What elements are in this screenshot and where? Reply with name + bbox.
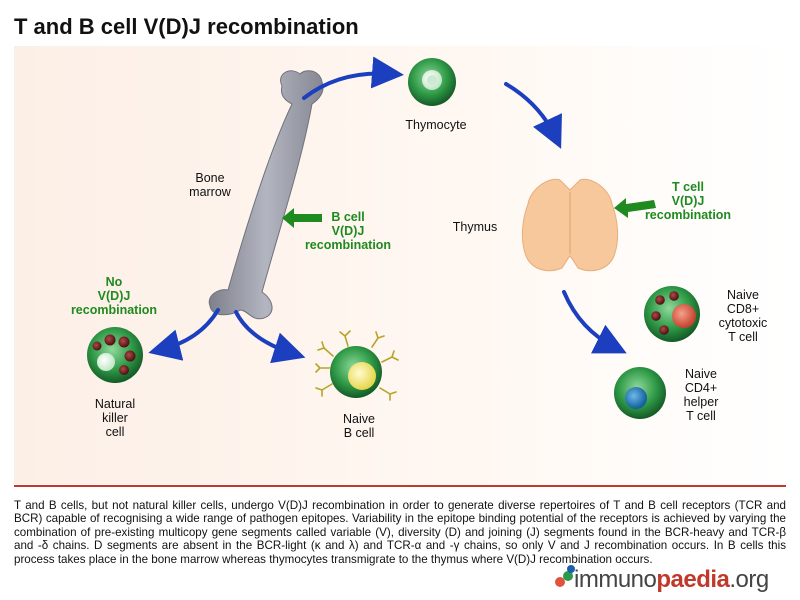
- logo-text: immunopaedia.org: [574, 566, 769, 593]
- arrow-bone-to-b-cell: [234, 310, 306, 364]
- green-arrow-t-cell: [614, 198, 656, 218]
- natural-killer-cell: [87, 327, 143, 383]
- caption-divider: [14, 485, 786, 487]
- label-t-cell-recombination: T cell V(D)J recombination: [644, 180, 732, 222]
- arrow-thymocyte-to-thymus: [504, 82, 562, 149]
- green-arrow-b-cell: [282, 208, 322, 228]
- label-b-cell-recombination: B cell V(D)J recombination: [304, 210, 392, 252]
- arrow-bone-to-thymocyte: [302, 56, 404, 100]
- immunopaedia-logo: immunopaedia.org: [555, 565, 788, 596]
- naive-b-cell: [315, 330, 399, 401]
- thymus-illustration: [521, 178, 619, 272]
- page-title: T and B cell V(D)J recombination: [14, 14, 359, 39]
- cd8-cytotoxic-t-cell: [644, 286, 700, 342]
- label-cd4-t-cell: Naive CD4+ helper T cell: [683, 367, 719, 423]
- thymocyte-cell: [408, 58, 456, 106]
- arrow-bone-to-nk-cell: [148, 308, 220, 361]
- label-bone-marrow: Bone marrow: [189, 171, 231, 199]
- bone-illustration: [208, 70, 324, 320]
- label-thymocyte: Thymocyte: [405, 118, 467, 132]
- logo-molecule-icon: [555, 565, 575, 587]
- label-cd8-t-cell: Naive CD8+ cytotoxic T cell: [718, 288, 768, 344]
- arrow-thymus-to-t-cells: [562, 290, 627, 354]
- label-thymus: Thymus: [452, 220, 498, 234]
- caption-text: T and B cells, but not natural killer ce…: [14, 498, 786, 566]
- label-natural-killer-cell: Natural killer cell: [94, 397, 136, 439]
- label-naive-b-cell: Naive B cell: [343, 412, 375, 440]
- label-no-recombination: No V(D)J recombination: [70, 275, 158, 317]
- cd4-helper-t-cell: [614, 367, 666, 419]
